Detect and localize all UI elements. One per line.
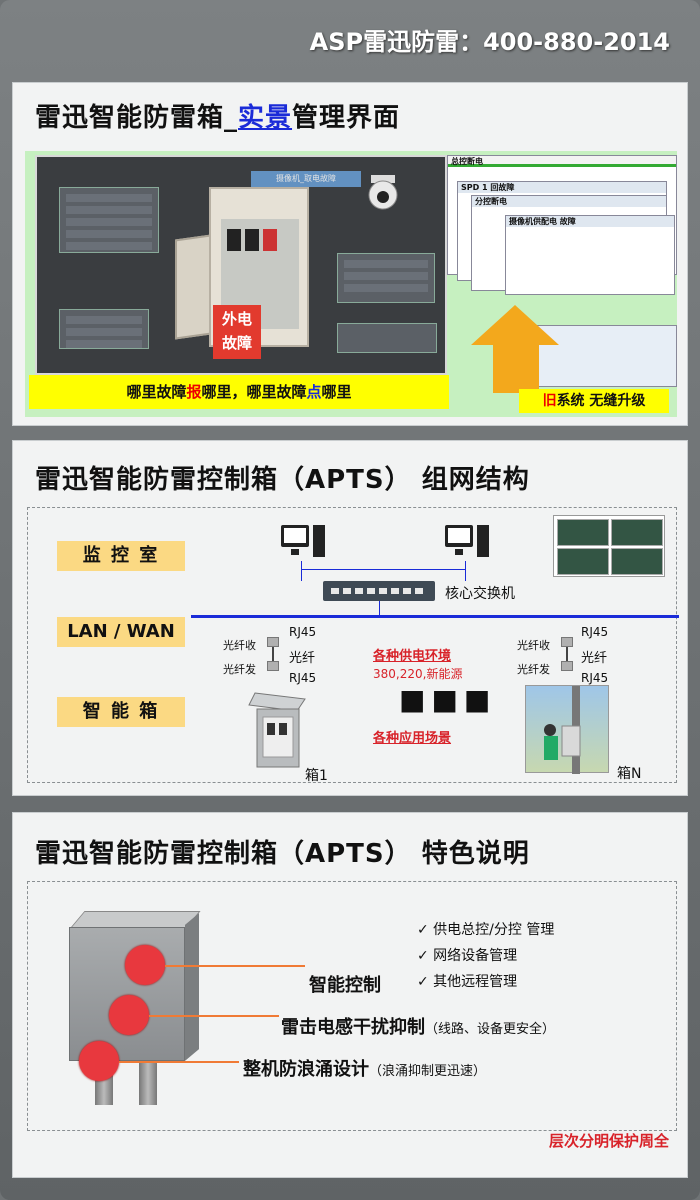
fiber-rx-label: 光纤收 [223, 639, 256, 652]
fiber-label: 光纤 [581, 651, 608, 666]
device-side [185, 913, 199, 1061]
fiber-label: 光纤 [289, 651, 316, 666]
role-lan-wan: LAN / WAN [57, 617, 185, 647]
fiber-rx-label: 光纤收 [517, 639, 550, 652]
old-system-screens: 总控断电 SPD 1 回故障 分控断电 摄像机供配电 故障 旧系统 无缝升级 [447, 155, 679, 413]
fiber-transceiver-icon [561, 661, 573, 671]
rj45-label: RJ45 [289, 671, 317, 685]
protection-box-illustration [69, 927, 185, 1061]
box-n-label: 箱N [617, 766, 642, 782]
feature-marker-1 [125, 945, 165, 985]
role-monitor-room: 监 控 室 [57, 541, 185, 571]
feature-surge-design: 整机防浪涌设计（浪涌抑制更迅速） [243, 1059, 487, 1080]
panel-features: 雷迅智能防雷控制箱（APTS） 特色说明 ✓ 供电总控/分控 管理 ✓ 网络设备… [12, 812, 688, 1178]
info-table [337, 323, 437, 353]
computer-icon [281, 525, 325, 557]
status-table [59, 187, 159, 253]
old-window-4: 摄像机供配电 故障 [505, 215, 675, 295]
external-power-fault-tag: 外电故障 [213, 305, 261, 359]
feature-interference-suppression: 雷击电感干扰抑制（线路、设备更安全） [281, 1017, 556, 1038]
computer-icon [445, 525, 489, 557]
lan-wan-line [191, 615, 679, 618]
core-switch-label: 核心交换机 [445, 586, 515, 602]
panel1-title: 雷迅智能防雷箱_实景管理界面 [35, 103, 401, 133]
seamless-upgrade-label: 旧系统 无缝升级 [519, 389, 669, 413]
features-frame [27, 881, 677, 1131]
power-env-title: 各种供电环境 [373, 649, 452, 664]
cabinet-door [175, 234, 211, 340]
panel2-title: 雷迅智能防雷控制箱（APTS） 组网结构 [35, 465, 530, 495]
footer-slogan: 层次分明保护周全 [548, 1132, 669, 1150]
monitor-wall-thumbnail [553, 515, 665, 577]
hotline-text: ASP雷迅防雷：400-880-2014 [309, 28, 670, 56]
fault-locate-banner: 哪里故障报哪里，哪里故障点哪里 [29, 375, 449, 409]
upgrade-arrow-icon [471, 305, 559, 345]
fiber-transceiver-icon [267, 661, 279, 671]
fiber-tx-label: 光纤发 [223, 663, 256, 676]
network-table [59, 309, 149, 349]
panel3-title: 雷迅智能防雷控制箱（APTS） 特色说明 [35, 839, 530, 869]
camera-fault-label: 摄像机_取电故障 [251, 171, 361, 187]
scada-screenshot: 摄像机_取电故障 外电故障 [35, 155, 447, 375]
env-table [337, 253, 435, 303]
feature-line [119, 1061, 239, 1063]
fiber-transceiver-icon [561, 637, 573, 647]
feature-smart-control: 智能控制 [309, 975, 381, 996]
rj45-label: RJ45 [289, 625, 317, 639]
power-env-sub: 380,220,新能源 [373, 667, 463, 681]
device-leg [139, 1061, 157, 1105]
feature-line [149, 1015, 279, 1017]
check-item: ✓ 网络设备管理 [417, 948, 518, 964]
panel-network-structure: 雷迅智能防雷控制箱（APTS） 组网结构 监 控 室 LAN / WAN 智 能… [12, 440, 688, 796]
field-photo [525, 685, 609, 774]
fiber-tx-label: 光纤发 [517, 663, 550, 676]
camera-icon [368, 175, 398, 210]
core-switch-icon [323, 581, 435, 601]
network-diagram-frame [27, 507, 677, 783]
scene-title: 各种应用场景 [373, 731, 452, 746]
panel-live-management: 雷迅智能防雷箱_实景管理界面 摄像机_取电故障 外电故障 [12, 82, 688, 426]
rj45-label: RJ45 [581, 671, 609, 685]
feature-marker-2 [109, 995, 149, 1035]
upgrade-arrow-stem [493, 343, 539, 393]
check-item: ✓ 其他远程管理 [417, 974, 518, 990]
box-1-label: 箱1 [305, 768, 328, 784]
smart-box-icon [248, 692, 306, 768]
rj45-label: RJ45 [581, 625, 609, 639]
check-item: ✓ 供电总控/分控 管理 [417, 922, 555, 938]
role-smart-box: 智 能 箱 [57, 697, 185, 727]
feature-marker-3 [79, 1041, 119, 1081]
fiber-transceiver-icon [267, 637, 279, 647]
feature-line [165, 965, 305, 967]
ellipsis-dots: ■■■ [399, 683, 497, 716]
